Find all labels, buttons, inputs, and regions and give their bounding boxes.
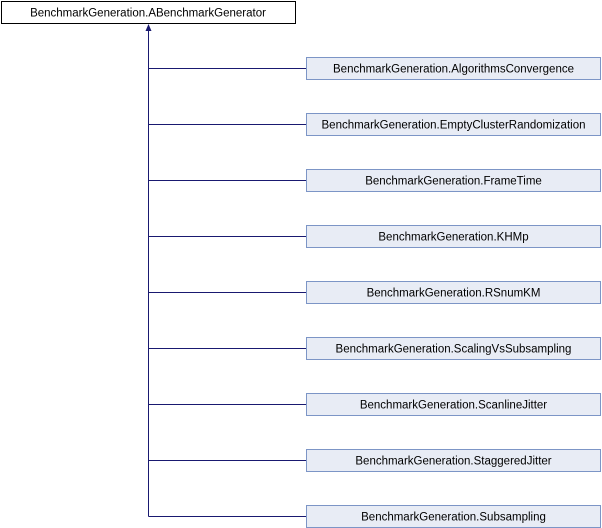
child-class-node[interactable]: BenchmarkGeneration.AlgorithmsConvergenc… <box>306 57 601 80</box>
child-class-label: BenchmarkGeneration.ScalingVsSubsampling <box>336 344 572 356</box>
child-class-node[interactable]: BenchmarkGeneration.EmptyClusterRandomiz… <box>306 113 601 136</box>
child-class-node[interactable]: BenchmarkGeneration.ScanlineJitter <box>306 393 601 416</box>
edges <box>145 24 306 517</box>
child-class-node[interactable]: BenchmarkGeneration.FrameTime <box>306 169 601 192</box>
child-class-node[interactable]: BenchmarkGeneration.RSnumKM <box>306 281 601 304</box>
child-class-label: BenchmarkGeneration.StaggeredJitter <box>355 456 551 468</box>
child-class-node[interactable]: BenchmarkGeneration.StaggeredJitter <box>306 449 601 472</box>
child-class-label: BenchmarkGeneration.FrameTime <box>365 176 542 188</box>
child-class-label: BenchmarkGeneration.EmptyClusterRandomiz… <box>322 120 586 132</box>
child-nodes: BenchmarkGeneration.AlgorithmsConvergenc… <box>306 57 601 528</box>
inheritance-arrowhead <box>145 24 152 31</box>
child-class-label: BenchmarkGeneration.AlgorithmsConvergenc… <box>333 64 574 76</box>
child-class-node[interactable]: BenchmarkGeneration.Subsampling <box>306 505 601 528</box>
base-class-node[interactable]: BenchmarkGeneration.ABenchmarkGenerator <box>1 1 296 24</box>
child-class-node[interactable]: BenchmarkGeneration.KHMp <box>306 225 601 248</box>
base-class-label: BenchmarkGeneration.ABenchmarkGenerator <box>30 8 266 20</box>
child-class-label: BenchmarkGeneration.RSnumKM <box>367 288 541 300</box>
child-class-label: BenchmarkGeneration.ScanlineJitter <box>360 400 547 412</box>
child-class-node[interactable]: BenchmarkGeneration.ScalingVsSubsampling <box>306 337 601 360</box>
child-class-label: BenchmarkGeneration.KHMp <box>378 232 528 244</box>
child-class-label: BenchmarkGeneration.Subsampling <box>361 512 546 524</box>
